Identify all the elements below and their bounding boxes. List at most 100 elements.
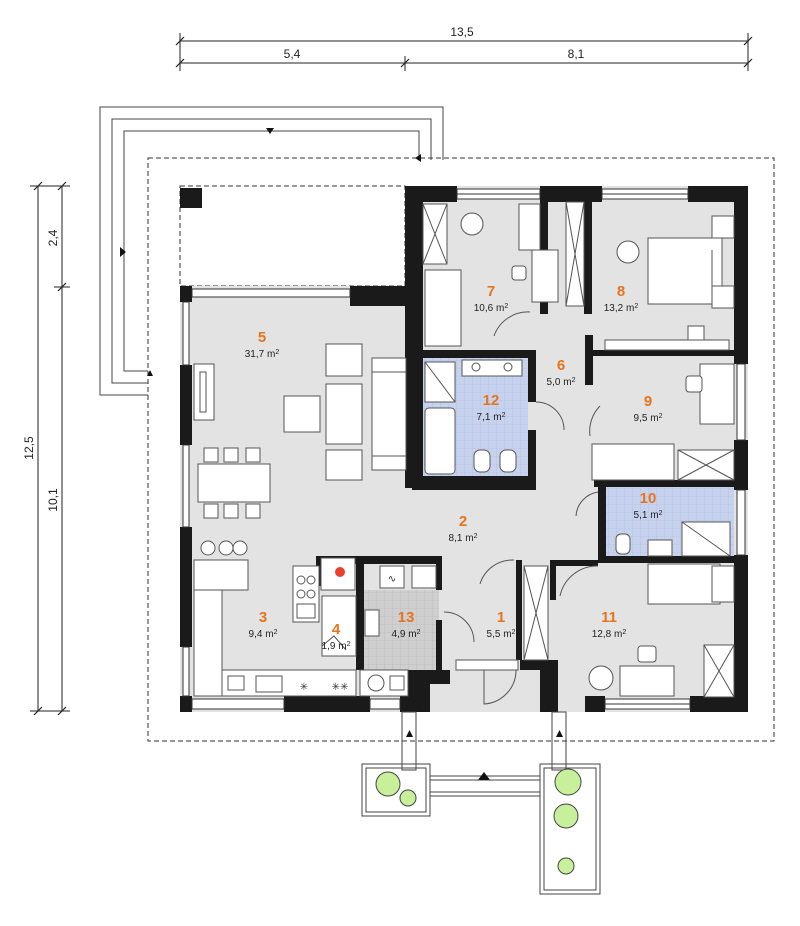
dim-top-left: 5,4 bbox=[284, 47, 301, 61]
room-area: 12,8 bbox=[592, 629, 612, 640]
area-unit: m bbox=[650, 413, 658, 424]
area-unit: m bbox=[465, 533, 473, 544]
room-4-label: 4 1,9 m2 bbox=[322, 621, 351, 652]
area-unit: m bbox=[496, 303, 504, 314]
room-area: 5,0 bbox=[547, 377, 561, 388]
svg-text:13,2 m2: 13,2 m2 bbox=[604, 303, 639, 315]
room-3-label: 3 9,4 m2 bbox=[249, 609, 278, 640]
room-1-label: 1 5,5 m2 bbox=[487, 609, 516, 640]
room-12-label: 12 7,1 m2 bbox=[477, 392, 506, 423]
svg-text:10,6 m2: 10,6 m2 bbox=[474, 303, 509, 315]
room-number: 6 bbox=[557, 357, 565, 374]
svg-text:12,8 m2: 12,8 m2 bbox=[592, 629, 627, 641]
dimension-lines bbox=[30, 33, 753, 716]
arrow-icon bbox=[120, 247, 126, 257]
column bbox=[180, 188, 202, 208]
room-area: 31,7 bbox=[245, 349, 265, 360]
area-exp: 2 bbox=[504, 303, 508, 310]
room-area: 5,1 bbox=[634, 510, 648, 521]
room-area: 13,2 bbox=[604, 303, 624, 314]
windows bbox=[182, 188, 746, 710]
room-number: 12 bbox=[483, 392, 500, 409]
room-8-label: 8 13,2 m2 bbox=[604, 283, 639, 314]
room-area: 9,5 bbox=[634, 413, 648, 424]
dim-left-upper: 2,4 bbox=[46, 229, 60, 246]
stove-burner-icon: ✳✳ bbox=[332, 682, 349, 693]
room-number: 5 bbox=[258, 329, 266, 346]
area-unit: m bbox=[408, 629, 416, 640]
svg-text:5,1 m2: 5,1 m2 bbox=[634, 510, 663, 522]
fireplace-icon bbox=[335, 567, 345, 577]
svg-text:31,7 m2: 31,7 m2 bbox=[245, 349, 280, 361]
area-exp: 2 bbox=[622, 629, 626, 636]
area-unit: m bbox=[265, 629, 273, 640]
area-unit: m bbox=[626, 303, 634, 314]
room-10-label: 10 5,1 m2 bbox=[634, 490, 663, 521]
dim-top-right: 8,1 bbox=[568, 47, 585, 61]
room-area: 5,5 bbox=[487, 629, 501, 640]
room-number: 10 bbox=[640, 490, 657, 507]
area-exp: 2 bbox=[274, 629, 278, 636]
area-unit: m bbox=[338, 641, 346, 652]
room-number: 11 bbox=[601, 609, 617, 626]
area-exp: 2 bbox=[417, 629, 421, 636]
svg-text:9,4 m2: 9,4 m2 bbox=[249, 629, 278, 641]
room-6-label: 6 5,0 m2 bbox=[547, 357, 576, 388]
roof-outline bbox=[147, 157, 775, 742]
room-11-label: 11 12,8 m2 bbox=[592, 609, 627, 640]
room-2-label: 2 8,1 m2 bbox=[449, 513, 478, 544]
room-area: 7,1 bbox=[477, 412, 491, 423]
room-number: 9 bbox=[644, 393, 652, 410]
room-number: 3 bbox=[259, 609, 267, 626]
area-unit: m bbox=[493, 412, 501, 423]
room-area: 9,4 bbox=[249, 629, 263, 640]
svg-text:4,9 m2: 4,9 m2 bbox=[392, 629, 421, 641]
room-number: 4 bbox=[332, 621, 341, 638]
room-area: 10,6 bbox=[474, 303, 494, 314]
room-area: 1,9 bbox=[322, 641, 336, 652]
svg-text:8,1 m2: 8,1 m2 bbox=[449, 533, 478, 545]
washing-machine-icon: ∿ bbox=[388, 574, 396, 585]
area-exp: 2 bbox=[634, 303, 638, 310]
room-7-label: 7 10,6 m2 bbox=[474, 283, 509, 314]
svg-text:1,9 m2: 1,9 m2 bbox=[322, 641, 351, 653]
svg-text:7,1 m2: 7,1 m2 bbox=[477, 412, 506, 424]
area-exp: 2 bbox=[512, 629, 516, 636]
area-exp: 2 bbox=[659, 413, 663, 420]
room-number: 7 bbox=[487, 283, 495, 300]
room-9-label: 9 9,5 m2 bbox=[634, 393, 663, 424]
svg-text:5,0 m2: 5,0 m2 bbox=[547, 377, 576, 389]
room-number: 13 bbox=[398, 609, 415, 626]
area-exp: 2 bbox=[347, 641, 351, 648]
arrow-icon bbox=[406, 730, 413, 737]
arrow-icon bbox=[556, 730, 563, 737]
room-number: 2 bbox=[459, 513, 467, 530]
area-exp: 2 bbox=[502, 412, 506, 419]
dim-left-lower: 10,1 bbox=[46, 488, 60, 512]
area-exp: 2 bbox=[275, 349, 279, 356]
dim-left-total: 12,5 bbox=[22, 436, 36, 460]
dim-top-total: 13,5 bbox=[450, 25, 474, 39]
arrow-icon bbox=[415, 154, 421, 162]
room-area: 8,1 bbox=[449, 533, 463, 544]
furniture bbox=[193, 201, 735, 705]
stove-burner-icon: ✳ bbox=[300, 682, 308, 693]
area-unit: m bbox=[650, 510, 658, 521]
area-unit: m bbox=[614, 629, 622, 640]
terrace-roof bbox=[179, 185, 406, 287]
svg-text:9,5 m2: 9,5 m2 bbox=[634, 413, 663, 425]
area-unit: m bbox=[563, 377, 571, 388]
area-exp: 2 bbox=[659, 510, 663, 517]
room-13-label: 13 4,9 m2 bbox=[392, 609, 421, 640]
svg-text:5,5 m2: 5,5 m2 bbox=[487, 629, 516, 641]
room-number: 1 bbox=[497, 609, 505, 626]
arrow-icon bbox=[478, 772, 490, 780]
room-area: 4,9 bbox=[392, 629, 406, 640]
tree-icon bbox=[375, 768, 582, 875]
area-unit: m bbox=[503, 629, 511, 640]
area-exp: 2 bbox=[572, 377, 576, 384]
arrow-icon bbox=[266, 128, 274, 134]
room-number: 8 bbox=[617, 283, 625, 300]
terrace-path bbox=[99, 106, 444, 396]
